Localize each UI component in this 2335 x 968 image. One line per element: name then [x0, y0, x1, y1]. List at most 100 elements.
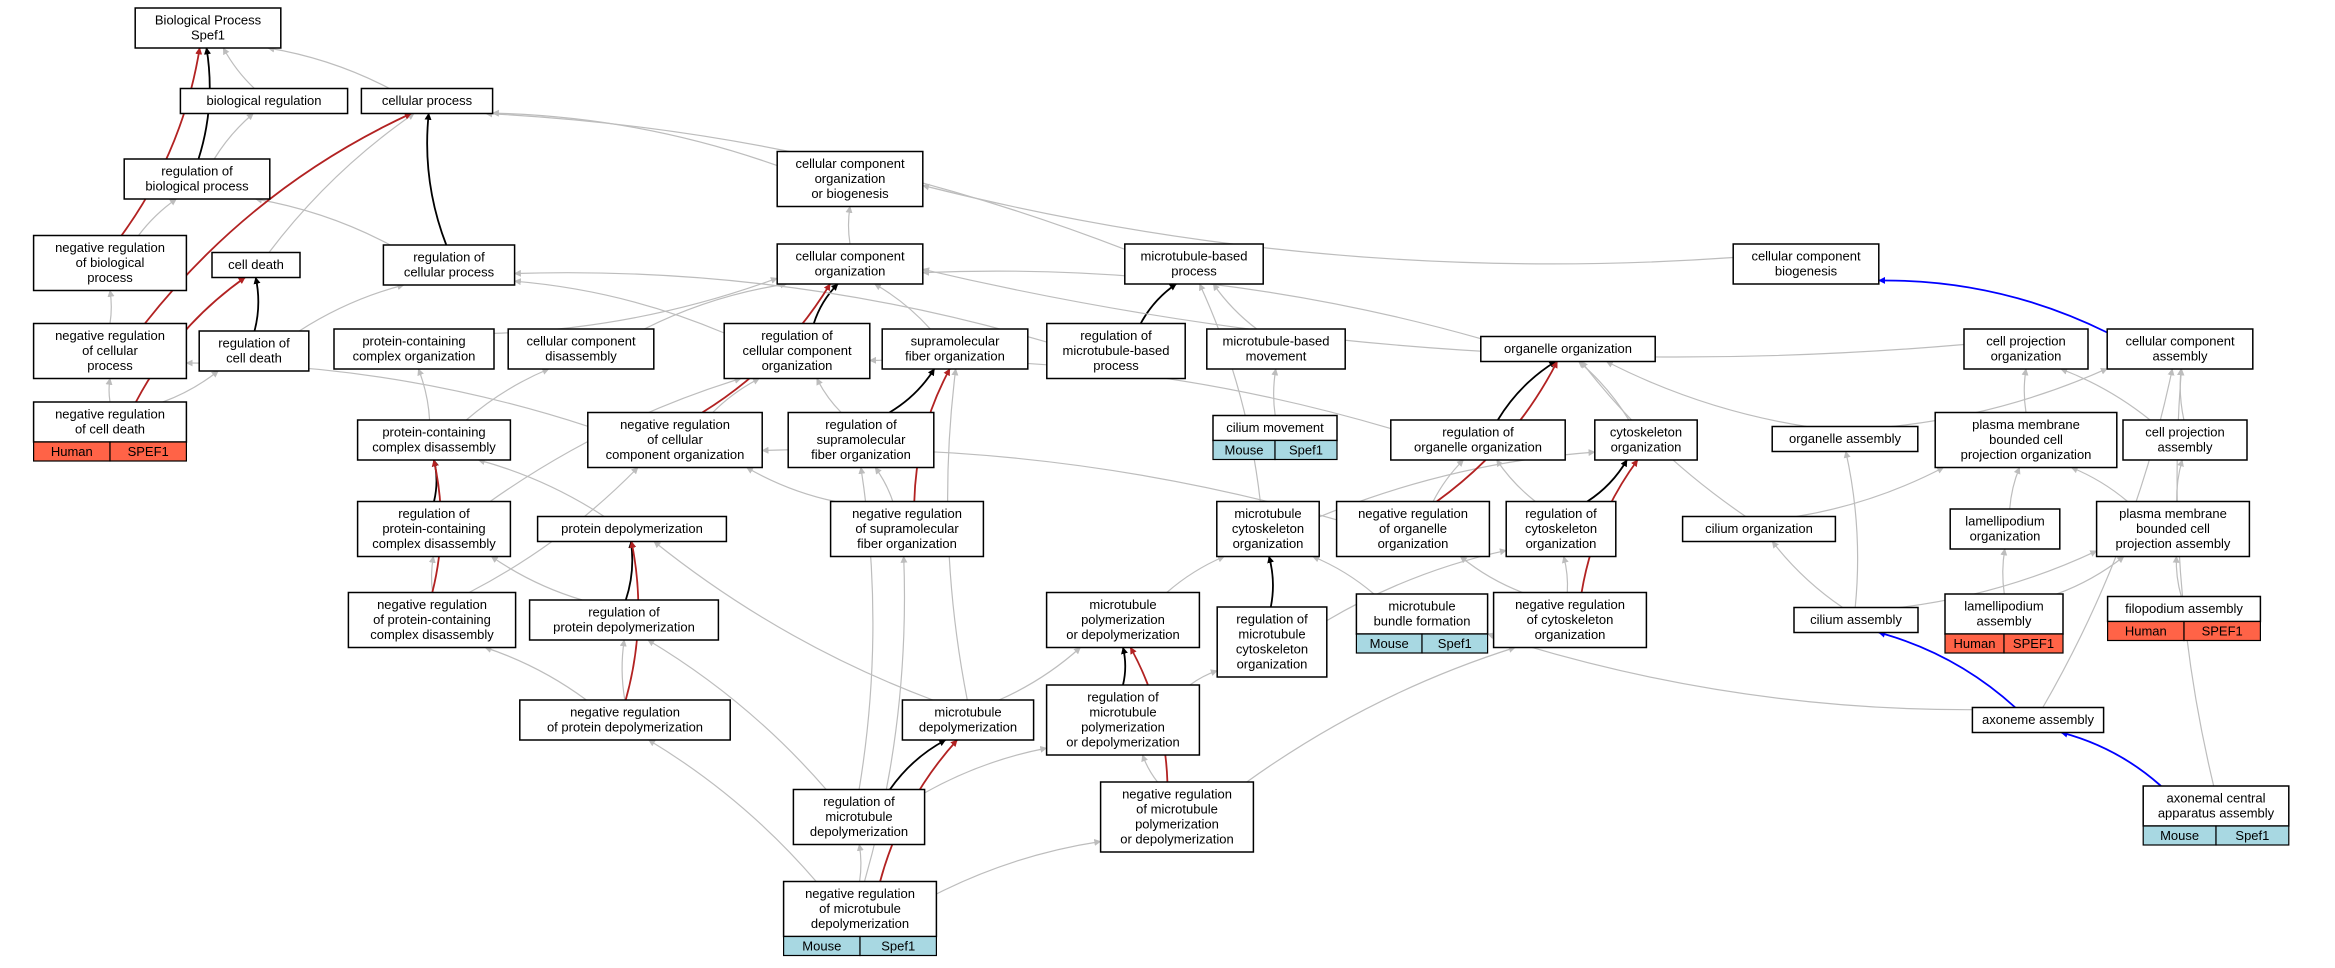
- node-label-line: organelle organization: [1414, 440, 1542, 455]
- node-label-line: cytoskeleton: [1525, 521, 1597, 536]
- node-label-line: regulation of: [398, 506, 470, 521]
- node-label-line: process: [1171, 264, 1217, 279]
- node-box: [347, 591, 517, 649]
- node-label-line: negative regulation: [620, 417, 730, 432]
- node-label-line: Spef1: [191, 28, 225, 43]
- node-label-line: biogenesis: [1775, 264, 1838, 279]
- go-term-node-prot_depol[interactable]: protein depolymerization: [536, 515, 728, 543]
- node-label-line: cilium movement: [1226, 420, 1324, 435]
- node-label-line: complex organization: [353, 349, 476, 364]
- node-label-line: protein-containing: [362, 334, 465, 349]
- go-term-node-reg_mt_poly[interactable]: regulation ofmicrotubulepolymerizationor…: [1045, 684, 1201, 756]
- go-term-node-reg_mt_cyto[interactable]: regulation ofmicrotubulecytoskeletonorga…: [1216, 606, 1328, 678]
- go-term-node-cil_org[interactable]: cilium organization: [1681, 515, 1837, 543]
- node-label-line: cell death: [228, 257, 284, 272]
- edge-lam_org-to-pm_cpo: [2009, 466, 2021, 510]
- go-term-node-cell_proc[interactable]: cellular process: [360, 87, 494, 115]
- node-label-line: complex disassembly: [372, 536, 496, 551]
- node-box: [1505, 500, 1617, 558]
- node-box: [528, 599, 720, 641]
- node-label-line: microtubule-based: [1223, 334, 1330, 349]
- edge-cell_death-to-cell_proc: [268, 113, 415, 253]
- node-box: [32, 401, 188, 443]
- node-label-line: process: [87, 270, 133, 285]
- node-label-line: plasma membrane: [1972, 417, 2080, 432]
- node-box: [356, 500, 512, 558]
- node-box: [1480, 335, 1656, 363]
- edge-neg_cyto-to-neg_org: [1459, 556, 1523, 594]
- node-label-line: organization: [1535, 627, 1606, 642]
- node-label-line: organization: [1237, 657, 1308, 672]
- node-box: [2106, 595, 2262, 623]
- go-term-node-cell_death[interactable]: cell death: [211, 251, 301, 279]
- node-label-line: filopodium assembly: [2125, 601, 2243, 616]
- go-term-node-org_asm[interactable]: organelle assembly: [1771, 425, 1919, 453]
- node-label-line: biological regulation: [207, 93, 322, 108]
- node-box: [776, 243, 924, 285]
- go-term-node-bio_reg[interactable]: biological regulation: [179, 87, 349, 115]
- edge-mt_depol-to-prot_depol: [653, 541, 934, 701]
- node-label-line: or depolymerization: [1120, 832, 1233, 847]
- node-box: [901, 699, 1035, 741]
- node-label-line: negative regulation: [1358, 506, 1468, 521]
- go-term-node-org_org[interactable]: organelle organization: [1480, 335, 1656, 363]
- gene-badge: [2215, 825, 2290, 846]
- go-term-node-axo_asm[interactable]: axoneme assembly: [1971, 706, 2105, 734]
- node-label-line: regulation of: [825, 417, 897, 432]
- node-box: [356, 419, 512, 461]
- node-label-line: cellular process: [404, 265, 495, 280]
- node-label-line: process: [1093, 358, 1139, 373]
- go-term-node-cil_asm[interactable]: cilium assembly: [1793, 606, 1919, 634]
- edge-neg_org-to-reg_org_org: [1432, 459, 1464, 502]
- node-label-line: organization: [1970, 529, 2041, 544]
